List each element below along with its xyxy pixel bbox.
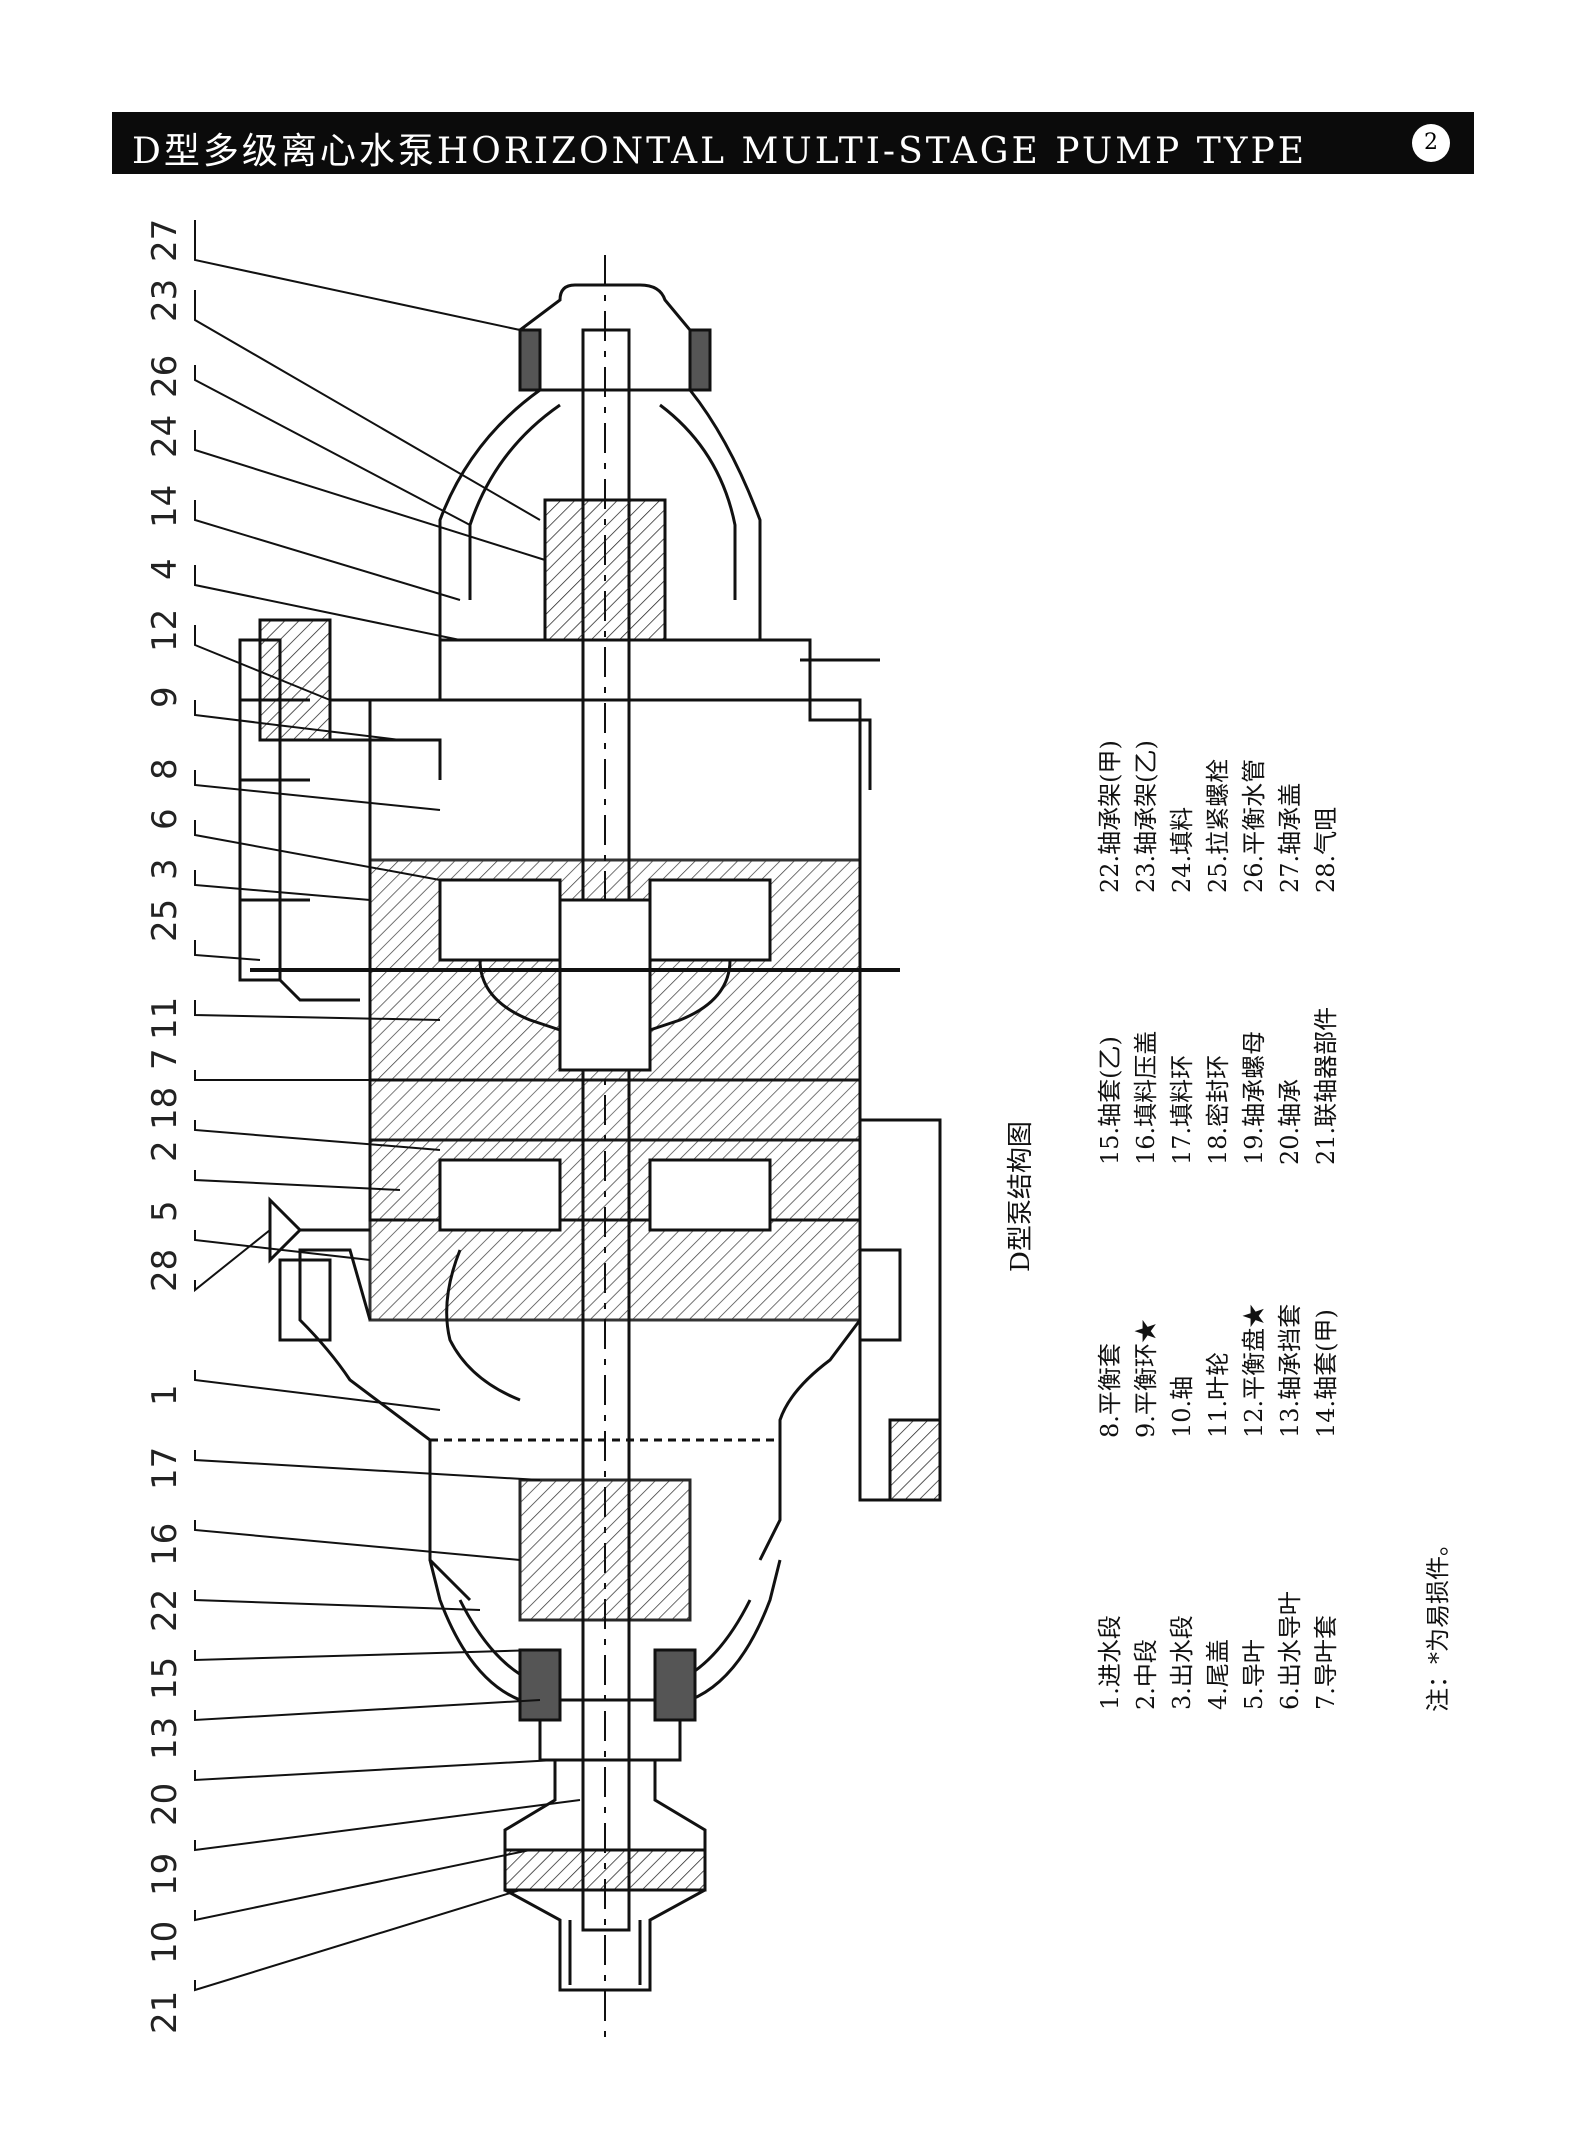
legend-item: 5.导叶 xyxy=(1240,1639,1268,1710)
callout-label: 13 xyxy=(145,1716,185,1760)
legend-item: 26.平衡水管 xyxy=(1240,758,1268,893)
legend-item: 21.联轴器部件 xyxy=(1312,1006,1340,1165)
callout-label: 12 xyxy=(145,608,185,652)
legend-column-1: 1.进水段 2.中段 3.出水段 4.尾盖 5.导叶 6.出水导叶 7.导叶套 xyxy=(1092,1591,1344,1710)
callout-label: 6 xyxy=(145,808,185,830)
legend-item: 14.轴套(甲) xyxy=(1312,1309,1340,1438)
footnote: 注：*为易损件。 xyxy=(1424,1532,1452,1712)
callout-label: 23 xyxy=(145,278,185,322)
legend-item: 4.尾盖 xyxy=(1204,1639,1232,1710)
legend-item: 2.中段 xyxy=(1132,1639,1160,1710)
page-number-badge: 2 xyxy=(1412,124,1450,162)
legend-column-2: 8.平衡套 9.平衡环★ 10.轴 11.叶轮 12.平衡盘★ 13.轴承挡套 … xyxy=(1092,1304,1344,1438)
legend-item: 7.导叶套 xyxy=(1312,1615,1340,1710)
legend-column-4: 22.轴承架(甲) 23.轴承架(乙) 24.填料 25.拉紧螺栓 26.平衡水… xyxy=(1092,740,1344,893)
callout-label: 9 xyxy=(145,686,185,708)
callout-label: 16 xyxy=(145,1522,185,1566)
callout-label: 1 xyxy=(145,1384,185,1406)
legend-item: 8.平衡套 xyxy=(1096,1343,1124,1438)
callout-label: 11 xyxy=(145,996,185,1040)
legend-item: 12.平衡盘★ xyxy=(1240,1303,1268,1438)
legend-item: 27.轴承盖 xyxy=(1276,782,1304,893)
diagram-caption: D型泵结构图 xyxy=(1006,1121,1036,1272)
legend-item: 11.叶轮 xyxy=(1204,1351,1232,1438)
callout-label: 3 xyxy=(145,858,185,880)
callout-label: 20 xyxy=(145,1782,185,1826)
callout-label: 26 xyxy=(145,354,185,398)
page-title: D型多级离心水泵HORIZONTAL MULTI-STAGE PUMP TYPE xyxy=(132,131,1308,172)
legend-item: 15.轴套(乙) xyxy=(1096,1036,1124,1165)
legend-item: 28.气咀 xyxy=(1312,806,1340,893)
legend-item: 9.平衡环★ xyxy=(1132,1319,1160,1438)
legend-item: 22.轴承架(甲) xyxy=(1096,740,1124,893)
callout-label: 24 xyxy=(145,414,185,458)
header-bar: D型多级离心水泵HORIZONTAL MULTI-STAGE PUMP TYPE… xyxy=(112,112,1474,174)
callout-label: 14 xyxy=(145,484,185,528)
callout-label: 17 xyxy=(145,1446,185,1490)
callout-label: 22 xyxy=(145,1588,185,1632)
legend-item: 1.进水段 xyxy=(1096,1615,1124,1710)
legend-item: 13.轴承挡套 xyxy=(1276,1303,1304,1438)
legend-item: 18.密封环 xyxy=(1204,1054,1232,1165)
callout-label: 10 xyxy=(145,1920,185,1964)
legend-item: 16.填料压盖 xyxy=(1132,1030,1160,1165)
legend-item: 25.拉紧螺栓 xyxy=(1204,758,1232,893)
callout-label: 8 xyxy=(145,758,185,780)
callout-label: 25 xyxy=(145,898,185,942)
callout-label: 4 xyxy=(145,558,185,580)
callout-label: 7 xyxy=(145,1048,185,1070)
callout-label: 28 xyxy=(145,1248,185,1292)
callout-label: 18 xyxy=(145,1086,185,1130)
legend-item: 20.轴承 xyxy=(1276,1078,1304,1165)
callout-label: 2 xyxy=(145,1140,185,1162)
legend-column-3: 15.轴套(乙) 16.填料压盖 17.填料环 18.密封环 19.轴承螺母 2… xyxy=(1092,1007,1344,1165)
callout-label: 5 xyxy=(145,1200,185,1222)
callout-label: 27 xyxy=(145,218,185,262)
callout-label: 21 xyxy=(145,1990,185,2034)
legend-item: 17.填料环 xyxy=(1168,1054,1196,1165)
callout-label: 19 xyxy=(145,1852,185,1896)
legend-item: 6.出水导叶 xyxy=(1276,1591,1304,1710)
legend-item: 10.轴 xyxy=(1168,1375,1196,1438)
callout-label: 15 xyxy=(145,1656,185,1700)
legend-item: 23.轴承架(乙) xyxy=(1132,740,1160,893)
legend-item: 24.填料 xyxy=(1168,806,1196,893)
legend-item: 3.出水段 xyxy=(1168,1615,1196,1710)
legend-item: 19.轴承螺母 xyxy=(1240,1030,1268,1165)
